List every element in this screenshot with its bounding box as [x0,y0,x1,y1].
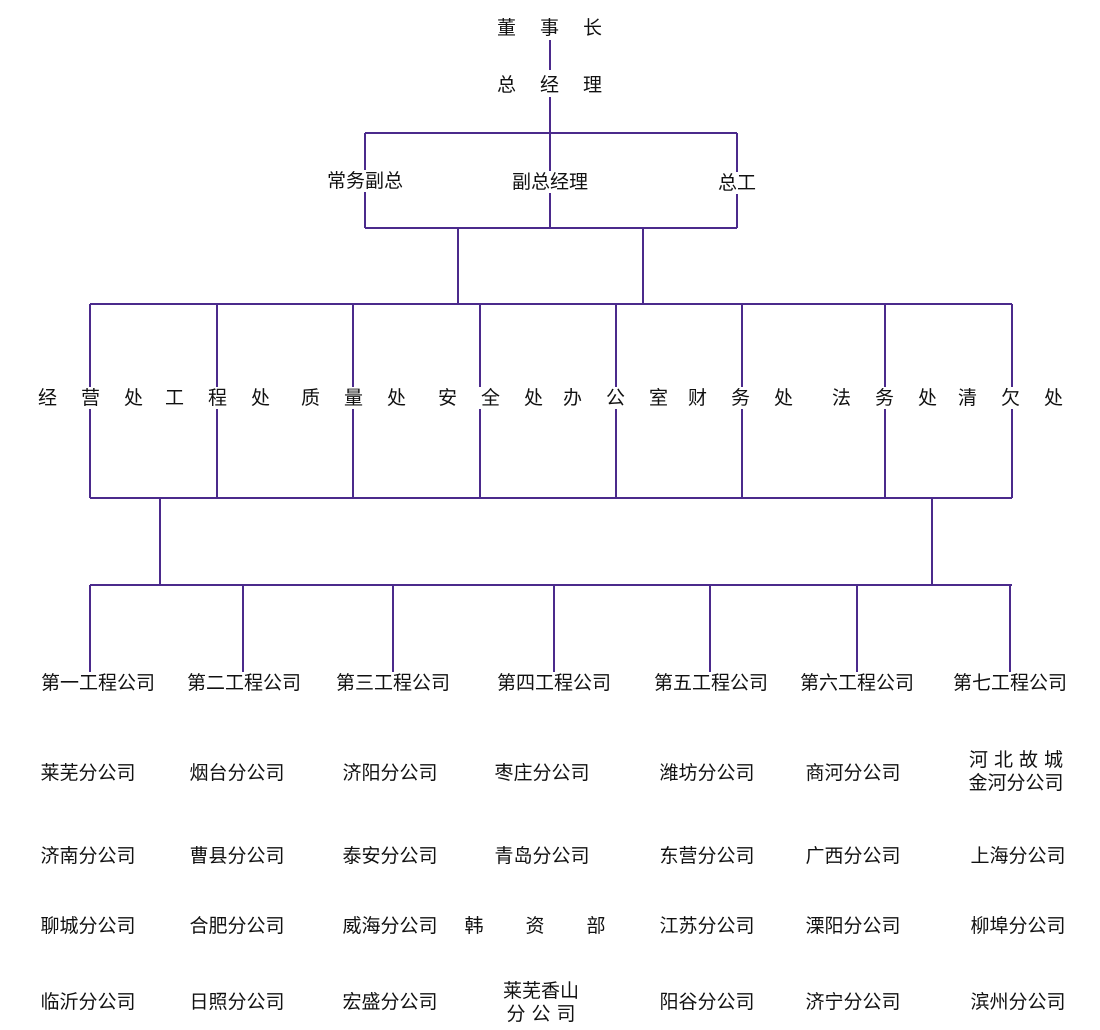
node-branch: 上海分公司 [969,845,1067,867]
node-branch: 潍坊分公司 [658,762,756,784]
node-general-manager: 总 经 理 [495,74,613,96]
node-company: 第七工程公司 [951,672,1069,694]
node-branch: 聊城分公司 [39,915,137,937]
branch-line: 莱芜香山 [502,980,579,1002]
node-branch: 枣庄分公司 [493,762,591,784]
node-department: 办 公 室 [561,387,679,409]
node-branch: 江苏分公司 [658,915,756,937]
node-branch: 阳谷分公司 [658,991,756,1013]
node-company: 第一工程公司 [39,672,157,694]
node-branch: 济阳分公司 [341,762,439,784]
node-branch: 柳埠分公司 [969,915,1067,937]
node-executive-vp: 常务副总 [325,170,405,192]
node-chief-engineer: 总工 [716,172,758,194]
node-company: 第三工程公司 [334,672,452,694]
node-branch: 济南分公司 [39,845,137,867]
node-branch: 合肥分公司 [188,915,286,937]
node-branch: 商河分公司 [804,762,902,784]
node-department: 法 务 处 [830,387,948,409]
branch-line: 金河分公司 [968,772,1064,794]
branch-line: 分 公 司 [506,1003,576,1025]
node-company: 第六工程公司 [798,672,916,694]
node-branch: 曹县分公司 [188,845,286,867]
node-branch: 莱芜分公司 [39,762,137,784]
node-department: 财 务 处 [686,387,804,409]
node-branch: 日照分公司 [188,991,286,1013]
node-company: 第五工程公司 [652,672,770,694]
node-branch: 莱芜香山 分 公 司 [480,980,602,1026]
node-branch: 威海分公司 [341,915,439,937]
node-company: 第四工程公司 [495,672,613,694]
node-branch: 河 北 故 城 金河分公司 [955,749,1077,795]
node-branch: 滨州分公司 [969,991,1067,1013]
node-branch: 广西分公司 [804,845,902,867]
node-branch: 临沂分公司 [39,991,137,1013]
node-department: 工 程 处 [163,387,281,409]
node-chairman: 董 事 长 [495,17,613,39]
node-branch: 东营分公司 [658,845,756,867]
branch-line: 河 北 故 城 [968,749,1064,771]
node-branch: 烟台分公司 [188,762,286,784]
node-branch: 溧阳分公司 [804,915,902,937]
node-branch: 济宁分公司 [804,991,902,1013]
node-branch: 青岛分公司 [493,845,591,867]
node-department: 清 欠 处 [956,387,1074,409]
node-branch: 宏盛分公司 [341,991,439,1013]
node-branch: 韩 资 部 [463,915,625,937]
node-branch: 泰安分公司 [341,845,439,867]
node-department: 质 量 处 [299,387,417,409]
node-company: 第二工程公司 [185,672,303,694]
node-department: 经 营 处 [36,387,154,409]
node-deputy-gm: 副总经理 [510,171,590,193]
node-department: 安 全 处 [436,387,554,409]
